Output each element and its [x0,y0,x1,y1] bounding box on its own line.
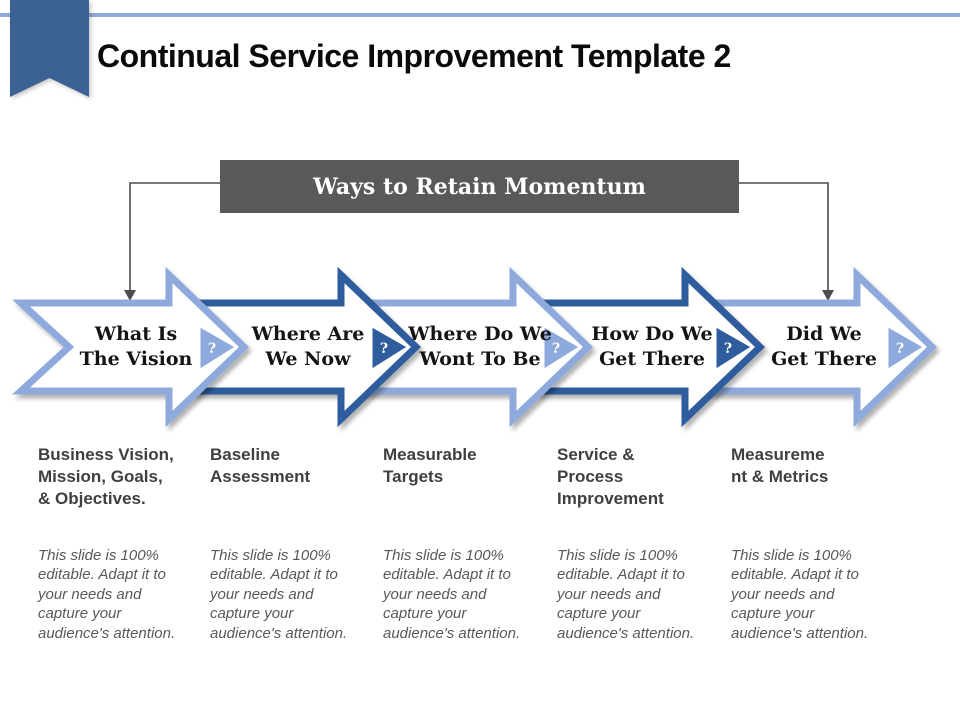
arrow-label-line: What Is [94,323,178,345]
arrow-label-line: Where Are [251,323,365,345]
heading-line: Measurable [383,445,477,464]
column-heading-2[interactable]: Baseline Assessment [210,444,382,488]
arrow-label-line: Get There [599,348,705,370]
column-heading-4[interactable]: Service & Process Improvement [557,444,729,510]
column-body-5[interactable]: This slide is 100% editable. Adapt it to… [731,547,869,642]
question-mark: ? [723,341,733,357]
arrow-shape[interactable] [12,266,250,428]
arrow-label-line: Wont To Be [419,348,541,370]
heading-line: Mission, Goals, [38,467,163,486]
question-mark: ? [207,341,217,357]
arrow-label-5[interactable]: Did We Get There [734,318,914,376]
arrow-label-line: The Vision [79,348,193,370]
heading-line: Improvement [557,489,664,508]
process-arrow-1[interactable] [12,266,250,428]
heading-line: Business Vision, [38,445,174,464]
heading-line: Measureme [731,445,825,464]
arrow-label-line: How Do We [591,323,713,345]
arrow-label-3[interactable]: Where Do We Wont To Be [390,318,570,376]
arrow-label-line: Get There [771,348,877,370]
heading-line: Process [557,467,624,486]
bookmark-ribbon-wrap [5,0,89,100]
arrow-label-4[interactable]: How Do We Get There [562,318,742,376]
arrow-label-line: Did We [786,323,862,345]
question-mark: ? [379,341,389,357]
heading-line: Targets [383,467,444,486]
question-triangle-icon [715,326,752,370]
column-body-1[interactable]: This slide is 100% editable. Adapt it to… [38,547,176,642]
question-mark: ? [895,341,905,357]
question-triangle-icon [199,326,236,370]
heading-line: & Objectives. [38,489,146,508]
question-triangle-icon [887,326,924,370]
down-arrowhead-icon [124,290,136,301]
down-arrowhead-icon [822,290,834,301]
column-body-3[interactable]: This slide is 100% editable. Adapt it to… [383,547,521,642]
heading-line: Baseline [210,445,280,464]
heading-line: nt & Metrics [731,467,829,486]
column-heading-3[interactable]: Measurable Targets [383,444,555,488]
right-connector [739,182,834,301]
heading-line: Service & [557,445,635,464]
arrow-label-2[interactable]: Where Are We Now [218,318,398,376]
slide-title[interactable]: Continual Service Improvement Template 2 [97,38,731,74]
arrow-label-line: Where Do We [408,323,552,345]
column-body-2[interactable]: This slide is 100% editable. Adapt it to… [210,547,348,642]
top-divider-rule [0,13,960,17]
heading-line: Assessment [210,467,311,486]
banner[interactable]: Ways to Retain Momentum [220,160,739,213]
question-mark: ? [551,341,561,357]
left-connector [124,182,220,301]
column-heading-1[interactable]: Business Vision, Mission, Goals, & Objec… [38,444,210,510]
column-body-4[interactable]: This slide is 100% editable. Adapt it to… [557,547,695,642]
banner-label: Ways to Retain Momentum [313,173,646,200]
question-triangle-icon [543,326,580,370]
arrow-label-line: We Now [265,348,351,370]
column-heading-5[interactable]: Measureme nt & Metrics [731,444,903,488]
question-triangle-icon [371,326,408,370]
arrow-label-1[interactable]: What Is The Vision [46,318,226,376]
